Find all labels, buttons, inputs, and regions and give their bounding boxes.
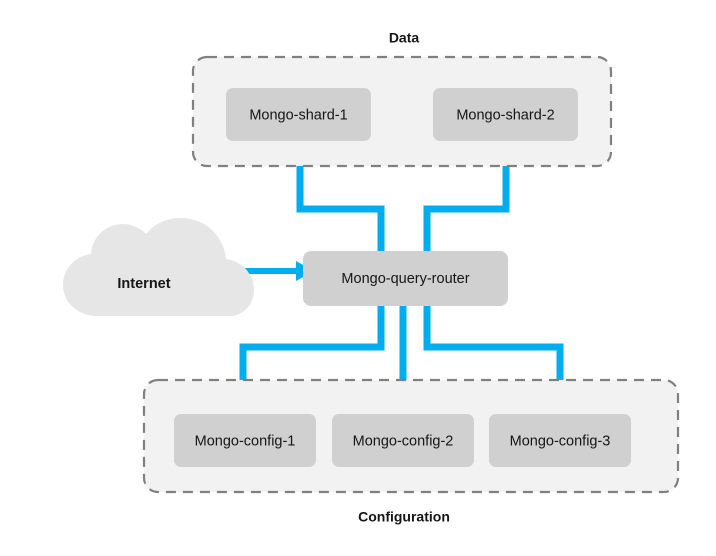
node-mongo-config-2-label: Mongo-config-2 — [353, 433, 454, 449]
node-mongo-config-2[interactable]: Mongo-config-2 — [332, 414, 474, 467]
group-data: Data Mongo-shard-1 Mongo-shard-2 — [191, 30, 613, 168]
node-mongo-shard-1-box[interactable] — [226, 88, 371, 141]
node-mongo-shard-1-label: Mongo-shard-1 — [249, 107, 347, 123]
node-mongo-query-router-label: Mongo-query-router — [341, 271, 469, 287]
node-mongo-config-1[interactable]: Mongo-config-1 — [174, 414, 316, 467]
connector-shard1-to-router — [296, 141, 385, 251]
node-mongo-config-3[interactable]: Mongo-config-3 — [489, 414, 631, 467]
node-mongo-config-1-label: Mongo-config-1 — [195, 433, 296, 449]
node-mongo-config-1-box[interactable] — [174, 414, 316, 467]
cloud-icon — [63, 218, 254, 316]
node-mongo-query-router-box[interactable] — [303, 251, 508, 306]
group-configuration-label: Configuration — [358, 509, 450, 525]
group-data-label: Data — [389, 30, 420, 46]
cloud-internet-label: Internet — [117, 276, 170, 292]
node-mongo-shard-2[interactable]: Mongo-shard-2 — [433, 88, 578, 141]
node-mongo-config-3-box[interactable] — [489, 414, 631, 467]
node-mongo-shard-2-box[interactable] — [433, 88, 578, 141]
node-mongo-shard-1[interactable]: Mongo-shard-1 — [226, 88, 371, 141]
node-mongo-config-3-label: Mongo-config-3 — [510, 433, 611, 449]
group-configuration: Mongo-config-1 Mongo-config-2 Mongo-conf… — [142, 378, 680, 525]
node-mongo-config-2-box[interactable] — [332, 414, 474, 467]
node-mongo-shard-2-label: Mongo-shard-2 — [456, 107, 554, 123]
cloud-internet[interactable]: Internet — [63, 218, 254, 316]
connector-shard2-to-router — [423, 141, 510, 251]
node-mongo-query-router[interactable]: Mongo-query-router — [303, 251, 508, 306]
